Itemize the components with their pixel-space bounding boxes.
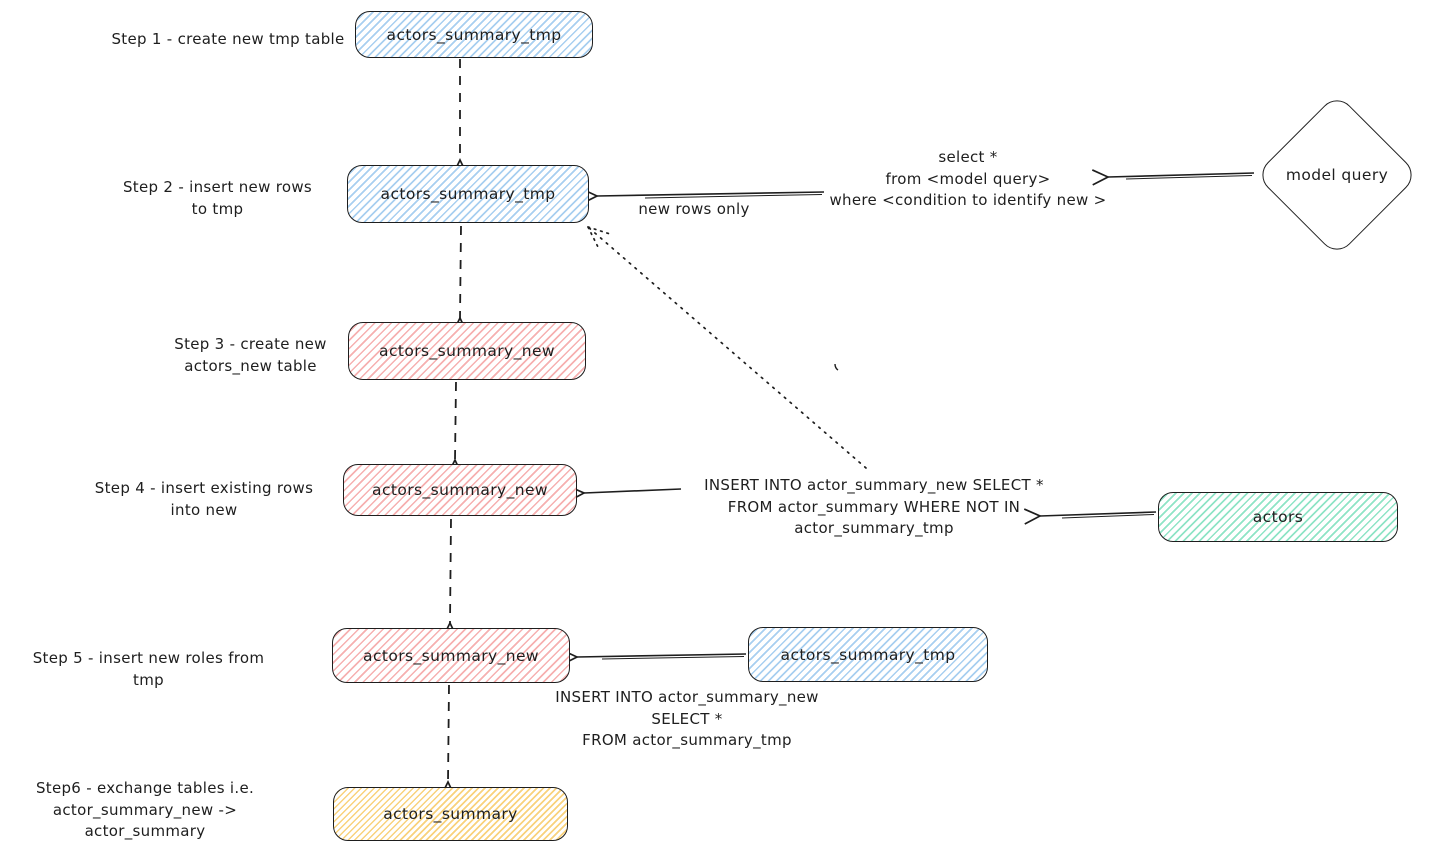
node-label: actors_summary	[383, 805, 518, 823]
node-step5-actors-summary-new: actors_summary_new	[332, 628, 570, 683]
node-label: actors_summary_tmp	[780, 645, 956, 664]
arrow-step2-to-step3	[451, 225, 469, 334]
stray-mark	[834, 363, 839, 371]
step3-label: Step 3 - create new actors_new table	[174, 335, 327, 375]
insert-existing-sql-annotation: INSERT INTO actor_summary_new SELECT * F…	[704, 476, 1044, 537]
arrow-sql-to-step2	[581, 188, 825, 205]
node-label: actors	[1252, 508, 1304, 526]
arrow-sql-to-step2-echo	[644, 194, 823, 199]
step2-label: Step 2 - insert new rows to tmp	[122, 178, 313, 218]
arrow-modelquery-to-sql	[1091, 169, 1255, 186]
insert-from-tmp-sql-annotation: INSERT INTO actor_summary_new SELECT * F…	[555, 688, 819, 749]
arrow-actors-echo	[1061, 514, 1155, 519]
node-step6-actors-summary: actors_summary	[333, 787, 568, 841]
arrow-tmp-to-step5	[561, 649, 747, 666]
node-actors: actors	[1158, 492, 1398, 542]
node-label: actors_summary_tmp	[386, 25, 562, 44]
step1-label: Step 1 - create new tmp table	[111, 30, 345, 48]
model-query-sql-annotation: select * from <model query> where <condi…	[829, 148, 1107, 209]
arrow-actors-to-sql	[1023, 508, 1157, 525]
node-label: actors_summary_tmp	[380, 185, 556, 203]
model-query-label: model query	[1285, 166, 1389, 184]
dotted-arrowhead-lower	[587, 226, 599, 248]
new-rows-only-label: new rows only	[638, 200, 750, 218]
node-label: actors_summary_new	[379, 342, 555, 360]
arrow-tmp-to-step5-echo	[601, 656, 745, 660]
node-step4-actors-summary-new: actors_summary_new	[343, 464, 577, 516]
node-label: actors_summary_new	[372, 481, 548, 499]
node-step2-actors-summary-tmp: actors_summary_tmp	[347, 165, 589, 223]
step4-label: Step 4 - insert existing rows into new	[94, 479, 314, 519]
node-step3-actors-summary-new: actors_summary_new	[348, 322, 586, 380]
step5-label: Step 5 - insert new roles from tmp	[32, 649, 265, 689]
arrow-step5-to-step6	[439, 684, 457, 798]
node-step1-actors-summary-tmp: actors_summary_tmp	[355, 11, 593, 58]
arrow-modelquery-echo	[1125, 175, 1253, 180]
arrow-step3-to-step4	[446, 381, 464, 476]
dotted-arrowhead-upper	[587, 226, 611, 235]
dotted-arrow-sql-to-step2	[587, 226, 867, 469]
node-source-actors-summary-tmp: actors_summary_tmp	[748, 627, 988, 682]
node-label: actors_summary_new	[363, 646, 539, 665]
arrow-sql-to-step4	[567, 485, 682, 502]
step6-label: Step6 - exchange tables i.e. actor_summa…	[35, 779, 255, 840]
arrow-step4-to-step5	[441, 518, 459, 639]
